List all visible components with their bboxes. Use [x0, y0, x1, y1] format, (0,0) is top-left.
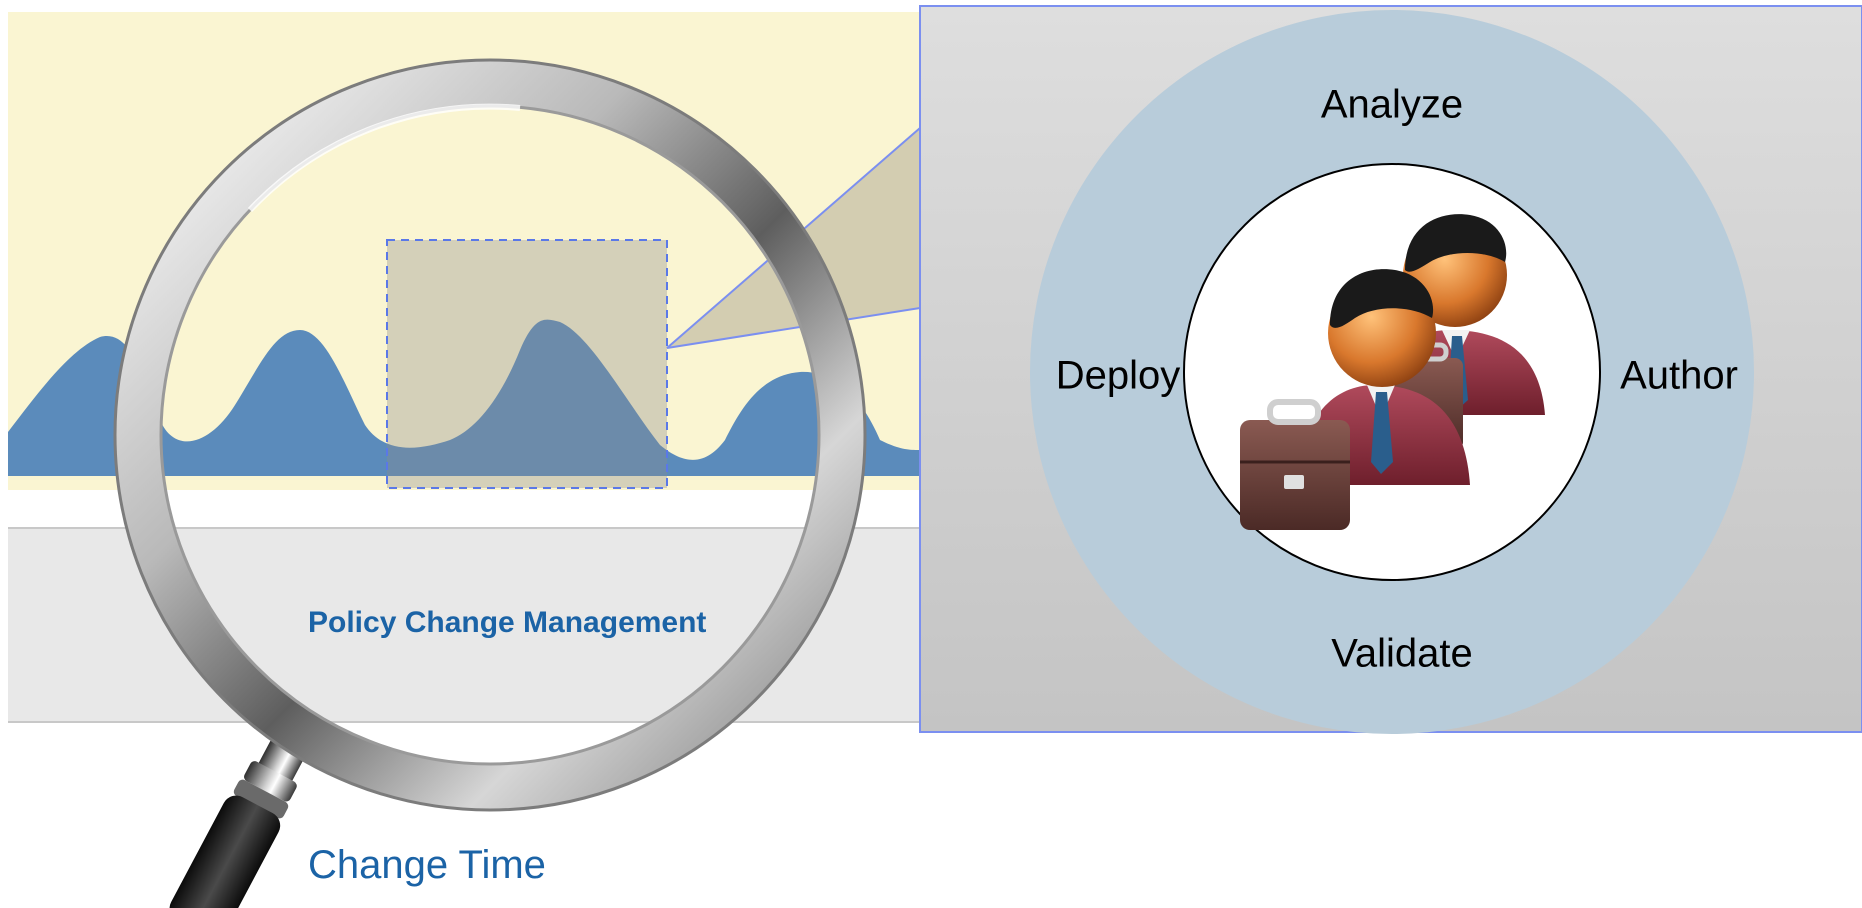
magnifier-rim-outer	[113, 58, 867, 812]
cycle-label-deploy: Deploy	[1055, 353, 1181, 398]
lifecycle-panel	[919, 5, 1862, 734]
activity-wave	[8, 319, 920, 470]
front-person-tie	[1371, 392, 1393, 474]
policy-band-label: Policy Change Management	[308, 606, 707, 639]
front-briefcase-handle	[1267, 399, 1321, 425]
back-person-hair	[1405, 214, 1507, 272]
cycle-label-analyze: Analyze	[1320, 82, 1464, 127]
wave-floor	[8, 470, 920, 478]
business-users-icon	[1240, 214, 1545, 530]
zoom-highlight-box	[386, 239, 668, 489]
magnifier-collar-2	[233, 779, 289, 819]
change-time-label: Change Time	[308, 843, 546, 887]
magnifier-rim	[116, 61, 864, 809]
cycle-label-author: Author	[1620, 353, 1738, 398]
magnifier-glare	[247, 103, 521, 213]
front-person-hair	[1330, 269, 1434, 328]
zoom-line-lower	[666, 307, 921, 349]
magnifier-icon	[113, 58, 867, 908]
cycle-label-validate: Validate	[1331, 631, 1473, 676]
wave-bottom-strip	[8, 476, 920, 490]
magnifier-collar	[244, 761, 297, 802]
magnifier-grip	[169, 795, 281, 908]
front-briefcase-clasp	[1284, 475, 1304, 489]
